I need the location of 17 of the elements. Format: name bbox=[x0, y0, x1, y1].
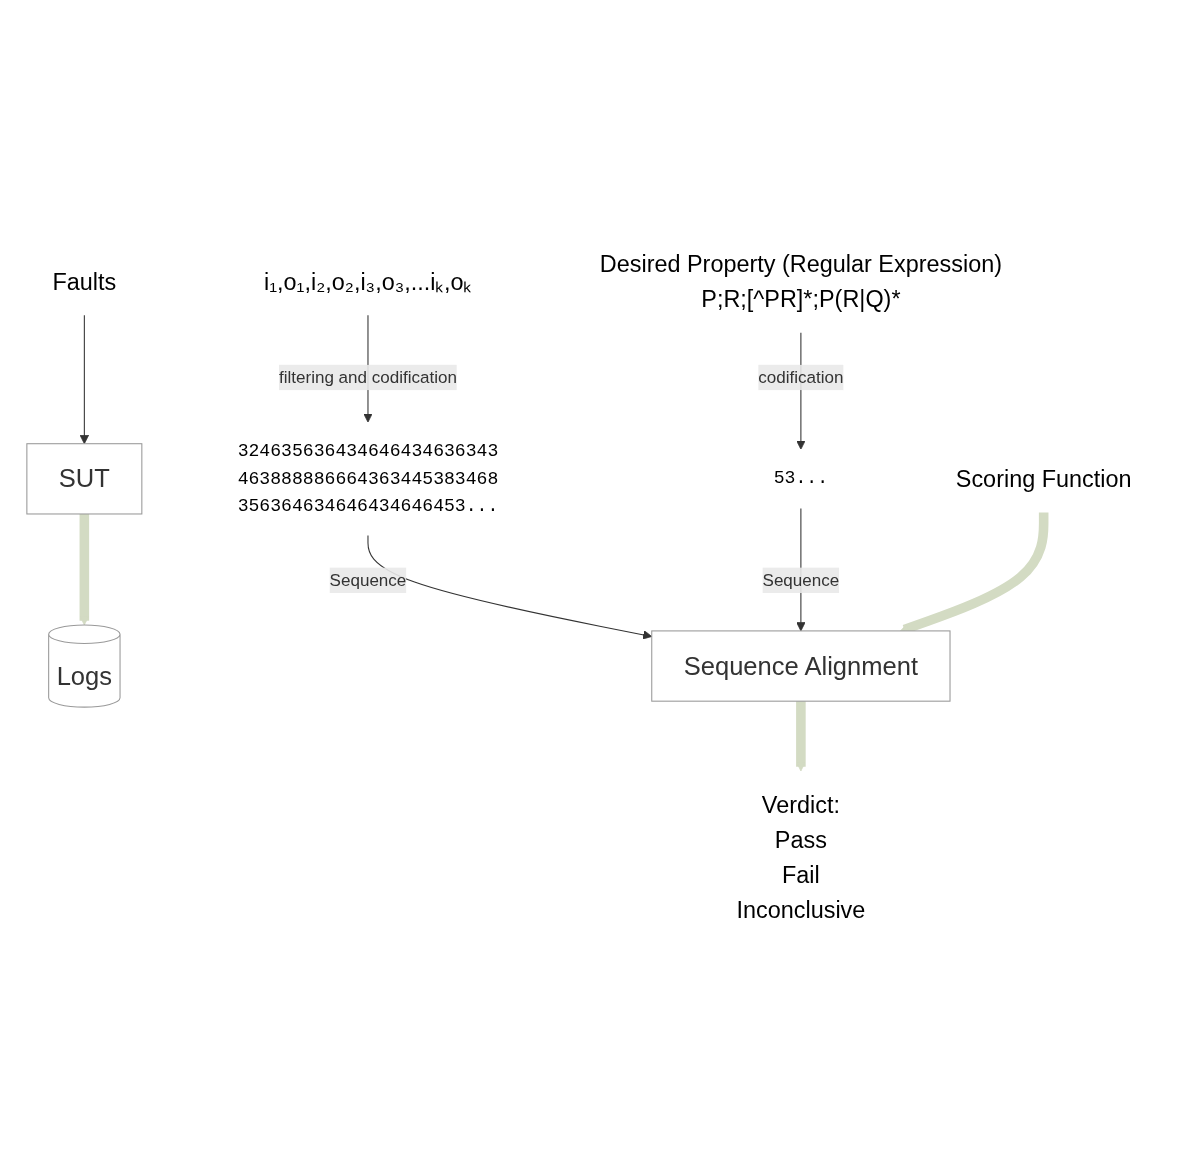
node-text: i₁,o₁,i₂,o₂,i₃,o₃,...iₖ,oₖ bbox=[263, 267, 472, 295]
edge-label: Sequence bbox=[762, 570, 839, 589]
edge-label: filtering and codification bbox=[278, 367, 457, 386]
arrow bbox=[79, 513, 89, 625]
node-text: 324635636434646434636343 463888886664363445383468 356364634646434646453... bbox=[237, 440, 498, 516]
node-text: 53... bbox=[773, 467, 828, 489]
node-text: Desired Property (Regular Expression) P;R;[^PR]*;P(R|Q)* bbox=[599, 250, 1002, 313]
node-text: Scoring Function bbox=[955, 465, 1132, 492]
node-text: Faults bbox=[51, 267, 116, 295]
node-text: Verdict: Pass Fail Inconclusive bbox=[735, 790, 865, 923]
edge-label: Sequence bbox=[329, 570, 406, 589]
node-box bbox=[650, 629, 951, 702]
arrow bbox=[79, 314, 89, 444]
node-box bbox=[25, 442, 142, 514]
edge-label: codification bbox=[757, 367, 843, 386]
arrow bbox=[366, 534, 652, 639]
arrow bbox=[795, 700, 806, 771]
